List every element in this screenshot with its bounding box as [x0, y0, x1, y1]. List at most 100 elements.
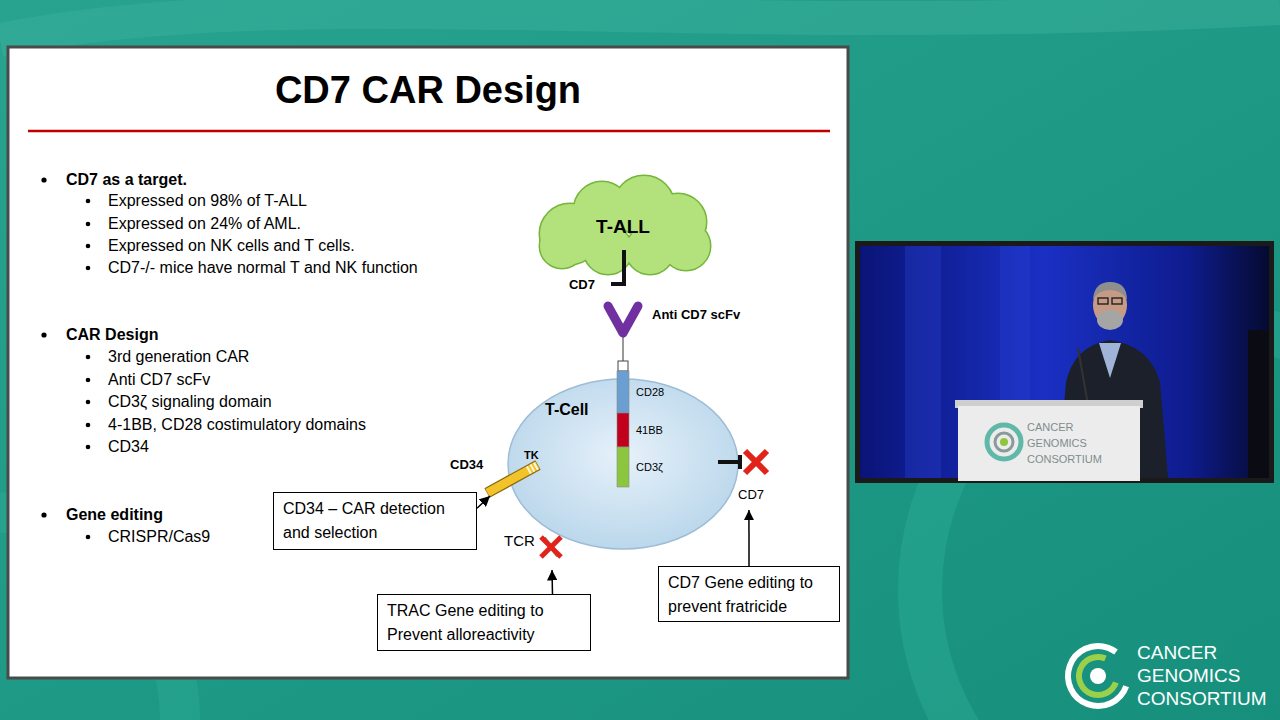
- knockout-cross: [745, 451, 767, 473]
- cd7-knockout: CD7: [712, 444, 778, 510]
- logo-dot: [1090, 668, 1106, 684]
- bullet-item: Anti CD7 scFv: [108, 371, 210, 389]
- car-domain-block: [617, 413, 629, 447]
- node-label: CD7: [738, 487, 764, 503]
- logo-ring: [1074, 652, 1123, 701]
- node-label: T-Cell: [545, 400, 589, 419]
- podium-logo-ring: [995, 433, 1013, 451]
- cross-stroke: [745, 451, 767, 473]
- cd34-marker: CD34 TK: [446, 446, 546, 496]
- bullet-dot: [86, 445, 91, 450]
- cd34-bar-edge: [487, 465, 538, 493]
- logo-text: CANCER GENOMICS CONSORTIUM: [1137, 641, 1279, 710]
- tk-tip: [528, 465, 538, 470]
- car-hinge-box: [618, 361, 628, 371]
- logo-ring: [1060, 638, 1137, 715]
- bullet-dot: [41, 512, 46, 517]
- cd34-bar: [488, 465, 538, 492]
- bullet-dot: [86, 423, 91, 428]
- callout-box: CD34 – CAR detection and selection: [273, 492, 477, 550]
- bullet-dot: [86, 535, 91, 540]
- receptor-head: [738, 455, 742, 469]
- 41bb-domain: 41BB: [617, 413, 669, 447]
- cd28-domain: CD28: [617, 371, 669, 413]
- car-hinge-line: [622, 336, 623, 361]
- stage-drape: [905, 246, 941, 478]
- bullet-item: CD3ζ signaling domain: [108, 393, 272, 411]
- bullet-item: CD7-/- mice have normal T and NK functio…: [108, 259, 418, 277]
- title-rule: [28, 130, 830, 133]
- microphone: [1078, 348, 1088, 405]
- speaker-glasses: [1098, 298, 1108, 304]
- bullet-heading: CAR Design: [66, 326, 158, 344]
- speaker-shirt: [1099, 343, 1121, 378]
- cd7-antigen: CD7: [560, 248, 632, 294]
- bullet-item: CRISPR/Cas9: [108, 528, 210, 546]
- callout-arrow: [551, 570, 553, 594]
- bullet-dot: [86, 244, 91, 249]
- t-cell: T-CellCD2841BBCD3ζ: [507, 378, 739, 550]
- cross-stroke: [541, 537, 561, 557]
- receptor-stem: [622, 250, 626, 286]
- bullet-heading: Gene editing: [66, 506, 163, 524]
- scfv-symbol: [608, 306, 638, 333]
- slide-title: CD7 CAR Design: [8, 68, 848, 112]
- bullet-item: Expressed on 24% of AML.: [108, 215, 301, 233]
- slide-frame: [8, 47, 848, 678]
- node-label: TCR: [504, 532, 535, 550]
- node-sublabel: TK: [524, 449, 539, 462]
- bullet-item: Expressed on NK cells and T cells.: [108, 237, 355, 255]
- node-label: CD3ζ: [636, 447, 663, 487]
- node-label: CD7 Gene editing to prevent fratricide: [659, 567, 838, 623]
- podium-logo-ring: [987, 425, 1021, 459]
- cross-stroke: [541, 537, 561, 557]
- stage-monitor: [1248, 330, 1269, 478]
- stage-backdrop: [860, 246, 1269, 478]
- bullet-dots: [41, 177, 90, 539]
- node-label: CD28: [636, 371, 664, 413]
- node-label: CD34 – CAR detection and selection: [274, 493, 475, 549]
- knockout-cross: [541, 537, 561, 557]
- speaker-hair: [1093, 282, 1127, 300]
- speaker-glasses: [1112, 298, 1122, 304]
- bullet-dot: [86, 266, 91, 271]
- speaker-beard: [1097, 310, 1123, 330]
- video-frame: [855, 241, 1274, 483]
- node-label: CD7: [560, 277, 604, 293]
- cross-stroke: [745, 451, 767, 473]
- bullet-dot: [86, 400, 91, 405]
- bullet-item: CD34: [108, 438, 149, 456]
- bullet-item: 4-1BB, CD28 costimulatory domains: [108, 416, 366, 434]
- tcr-knockout: TCR: [500, 524, 568, 570]
- podium-logo-text: CANCER GENOMICS CONSORTIUM: [1027, 419, 1109, 467]
- cloud-lobe: [540, 224, 584, 268]
- bullet-dot: [41, 177, 46, 182]
- callout-box: CD7 Gene editing to prevent fratricide: [658, 566, 840, 622]
- bullet-dot: [41, 332, 46, 337]
- scfv-domain: Anti CD7 scFv: [596, 300, 746, 342]
- bullet-dot: [86, 199, 91, 204]
- bullet-item: Expressed on 98% of T-ALL: [108, 192, 307, 210]
- bullet-heading: CD7 as a target.: [66, 171, 187, 189]
- podium: [958, 406, 1140, 481]
- bullet-dot: [86, 355, 91, 360]
- backdrop-swirl: [0, 8, 1280, 40]
- bullet-dot: [86, 378, 91, 383]
- callout-arrow: [748, 510, 750, 566]
- node-label: TRAC Gene editing to Prevent alloreactiv…: [378, 595, 589, 651]
- callout-arrow: [477, 496, 490, 508]
- cd3z-domain: CD3ζ: [617, 447, 669, 487]
- bullet-dot: [86, 222, 91, 227]
- callout-box: TRAC Gene editing to Prevent alloreactiv…: [377, 594, 591, 651]
- node-label: Anti CD7 scFv: [652, 307, 740, 323]
- cloud-lobe: [540, 224, 584, 268]
- node-label: 41BB: [636, 413, 663, 447]
- podium-logo-dot: [1000, 438, 1008, 446]
- car-domain-block: [617, 447, 629, 487]
- node-label: CD34: [450, 457, 483, 473]
- car-domain-block: [617, 371, 629, 413]
- receptor-foot: [611, 282, 626, 286]
